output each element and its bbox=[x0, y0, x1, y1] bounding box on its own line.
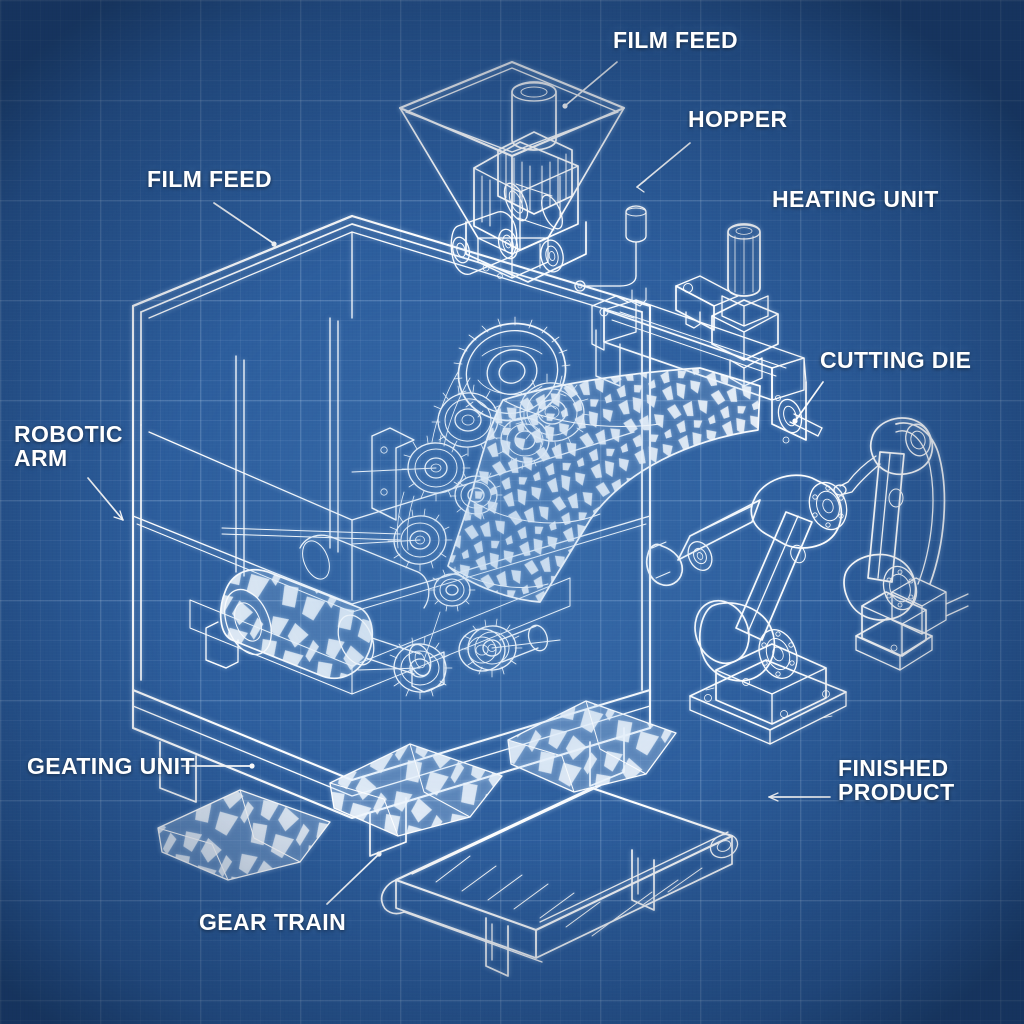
callout-label-hopper[interactable]: HOPPER bbox=[688, 106, 788, 132]
callout-label-gear-train[interactable]: GEAR TRAIN bbox=[199, 909, 347, 935]
callout-label-heating-unit[interactable]: HEATING UNIT bbox=[772, 186, 939, 212]
callout-label-film-feed-top[interactable]: FILM FEED bbox=[613, 27, 738, 53]
callout-label-cutting-die[interactable]: CUTTING DIE bbox=[820, 347, 972, 373]
callout-label-finished-product[interactable]: FINISHED PRODUCT bbox=[838, 755, 955, 805]
callout-label-film-feed-left[interactable]: FILM FEED bbox=[147, 166, 272, 192]
callout-label-geating-unit[interactable]: GEATING UNIT bbox=[27, 753, 195, 779]
callout-label-robotic-arm[interactable]: ROBOTIC ARM bbox=[14, 421, 123, 471]
